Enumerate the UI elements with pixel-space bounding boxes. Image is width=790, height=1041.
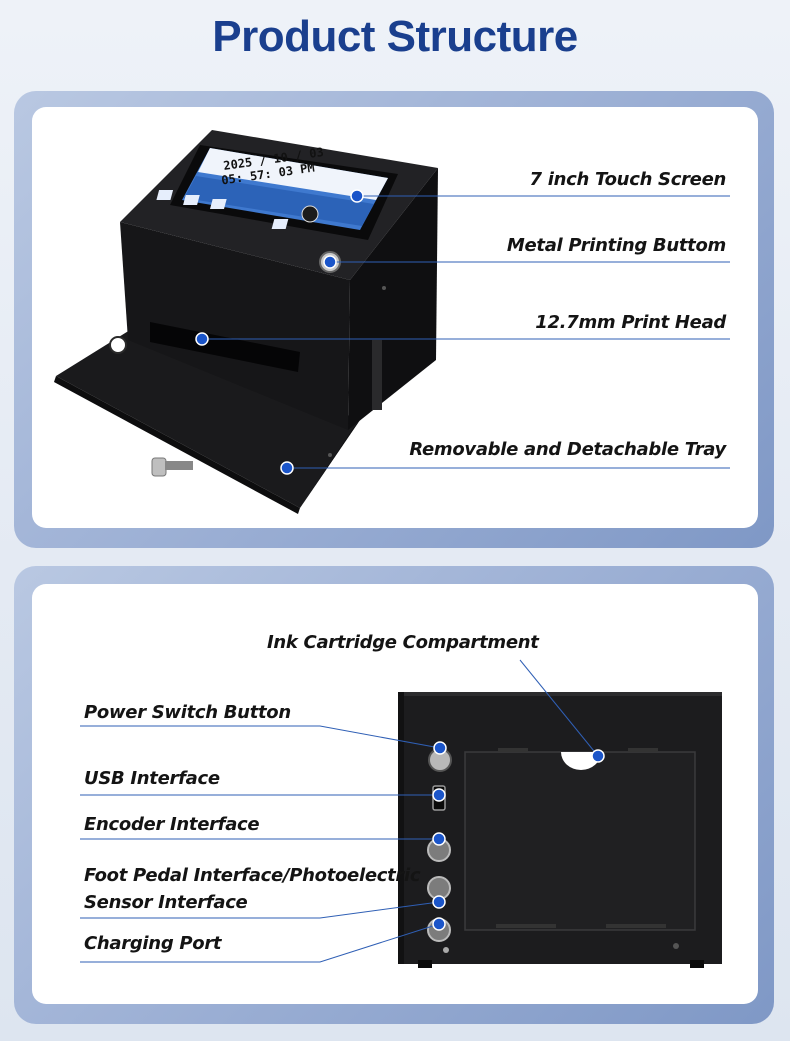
label-tray: Removable and Detachable Tray — [409, 439, 726, 460]
callout-dot-ink-compartment — [591, 749, 605, 763]
callout-dot-foot-pedal — [432, 895, 446, 909]
label-charging-port: Charging Port — [84, 933, 222, 954]
ink-compartment-door — [464, 751, 696, 931]
label-power-switch: Power Switch Button — [84, 702, 291, 723]
callout-dot-usb — [432, 788, 446, 802]
printer-body-front — [120, 222, 350, 430]
callout-dot-power-switch — [433, 741, 447, 755]
label-ink-compartment: Ink Cartridge Compartment — [267, 632, 539, 653]
page-title: Product Structure — [212, 12, 578, 61]
label-sensor: Sensor Interface — [84, 892, 248, 913]
label-usb: USB Interface — [84, 768, 220, 789]
callout-dot-print-button — [323, 255, 337, 269]
printer-body-side — [348, 168, 438, 430]
label-foot-pedal: Foot Pedal Interface/Photoelectric — [84, 865, 421, 886]
callout-dot-print-head — [195, 332, 209, 346]
print-head-slot — [150, 322, 300, 372]
callout-dot-tray — [280, 461, 294, 475]
callout-dot-touch-screen — [350, 189, 364, 203]
label-print-head: 12.7mm Print Head — [535, 312, 726, 333]
label-touch-screen: 7 inch Touch Screen — [529, 169, 727, 190]
callout-dot-charging — [432, 917, 446, 931]
label-print-button: Metal Printing Buttom — [506, 235, 726, 256]
callout-dot-encoder — [432, 832, 446, 846]
label-encoder: Encoder Interface — [84, 814, 260, 835]
